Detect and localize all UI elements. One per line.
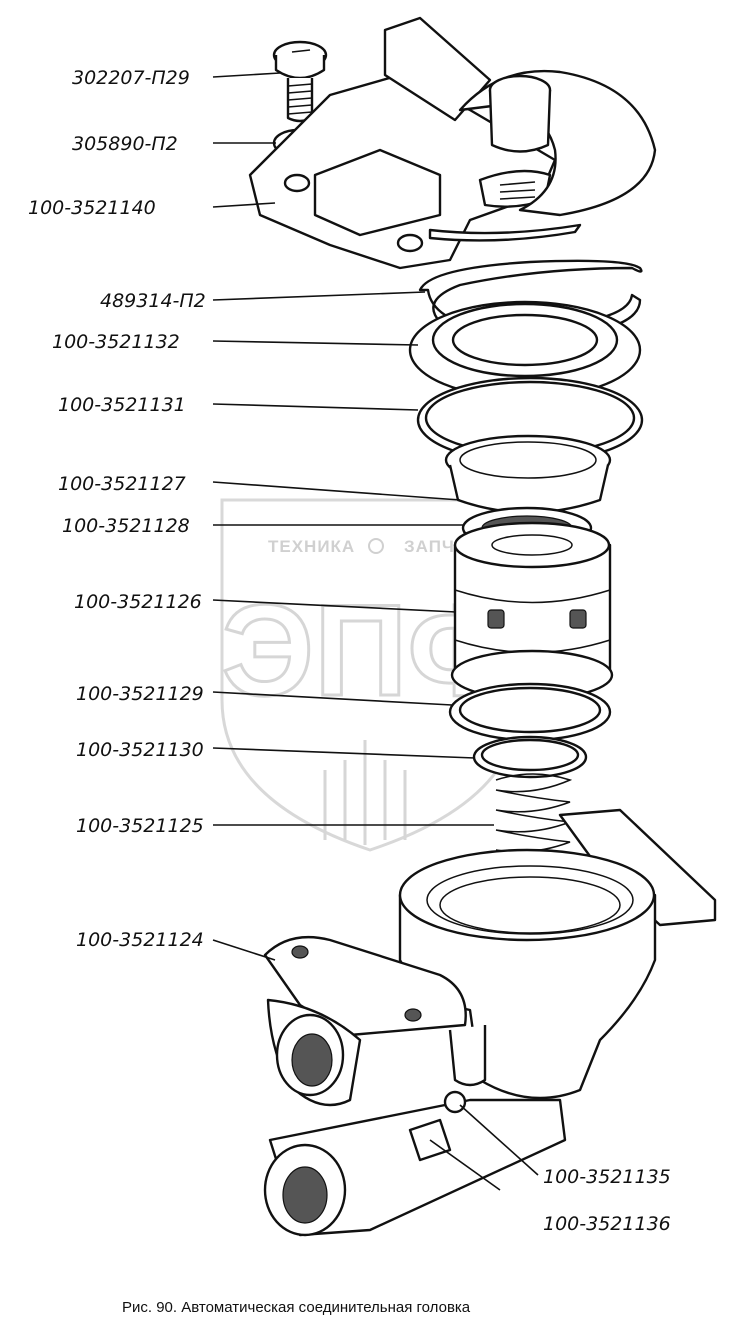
figure-caption: Рис. 90. Автоматическая соединительная г… [122,1299,471,1316]
valve-100-3521126 [450,521,614,701]
seal-100-3521132 [408,300,642,400]
label-100-3521126: 100-3521126 [74,591,202,613]
label-100-3521129: 100-3521129 [76,683,204,705]
label-100-3521140: 100-3521140 [28,197,156,219]
bolt-302207-p29 [272,40,328,123]
cup-100-3521127 [444,434,612,514]
label-302207-p29: 302207-П29 [72,67,190,89]
label-305890-p2: 305890-П2 [72,133,178,155]
label-100-3521125: 100-3521125 [76,815,204,837]
label-100-3521132: 100-3521132 [52,331,180,353]
label-100-3521135: 100-3521135 [543,1166,671,1188]
label-100-3521131: 100-3521131 [58,394,186,416]
leader-lines [212,72,539,1191]
watermark-text-left: ТЕХНИКА [268,537,355,556]
label-100-3521127: 100-3521127 [58,473,186,495]
housing-100-3521124 [263,808,717,1237]
ring-100-3521130 [472,735,588,779]
label-100-3521124: 100-3521124 [76,929,204,951]
gear-icon [368,538,384,554]
label-489314-p2: 489314-П2 [100,290,206,312]
wheat-icon [323,740,407,845]
lever-plate-100-3521140 [248,16,657,270]
oring-100-3521129 [448,682,612,742]
label-100-3521130: 100-3521130 [76,739,204,761]
label-100-3521136: 100-3521136 [543,1213,671,1235]
label-100-3521128: 100-3521128 [62,515,190,537]
